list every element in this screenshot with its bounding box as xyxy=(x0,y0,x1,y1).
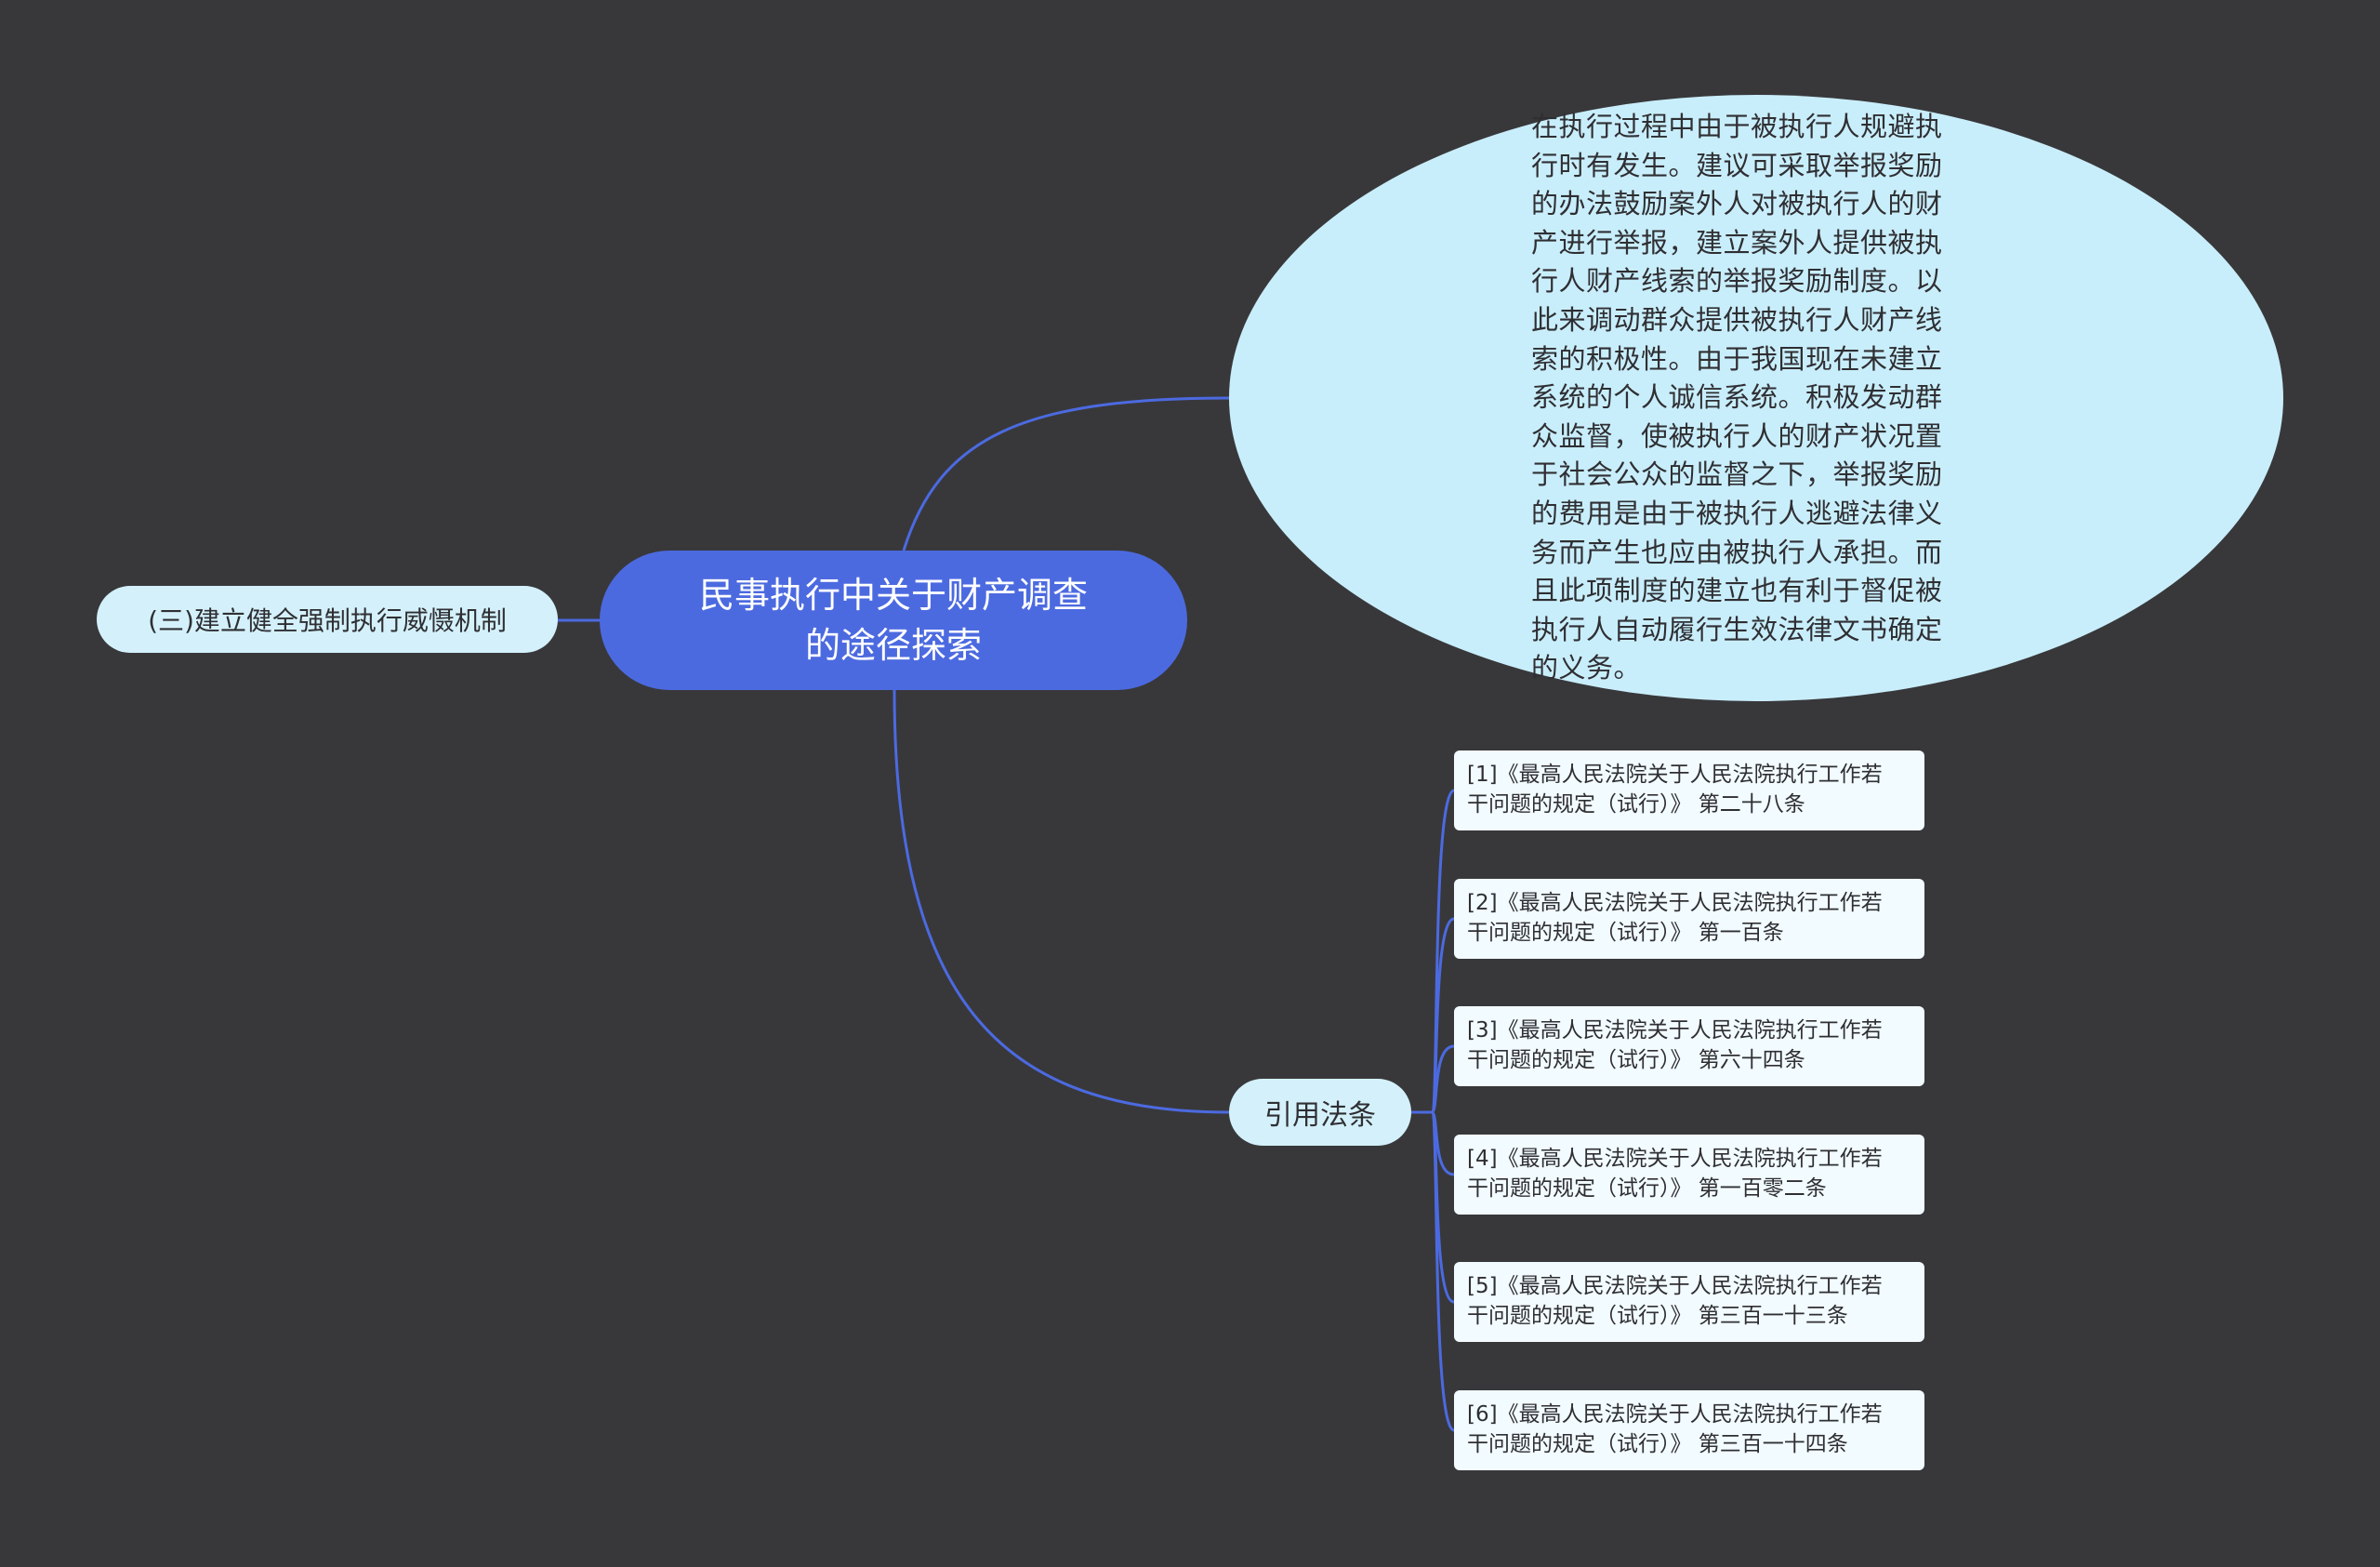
citation-item-4[interactable]: [4]《最高人民法院关于人民法院执行工作若 干问题的规定（试行）》 第一百零二条 xyxy=(1454,1135,1924,1215)
citation-item-6[interactable]: [6]《最高人民法院关于人民法院执行工作若 干问题的规定（试行）》 第三百一十四… xyxy=(1454,1390,1924,1470)
branch-deterrence-mechanism[interactable]: (三)建立健全强制执行威慑机制 xyxy=(97,586,558,653)
connector-root-detail xyxy=(902,396,1230,551)
branch-citations[interactable]: 引用法条 xyxy=(1229,1079,1411,1146)
root-topic[interactable]: 民事执行中关于财产调查 的途径探索 xyxy=(600,551,1187,690)
citation-item-1[interactable]: [1]《最高人民法院关于人民法院执行工作若 干问题的规定（试行）》 第二十八条 xyxy=(1454,750,1924,830)
detail-text: 在执行过程中由于被执行人规避执行时有发生。建议可采取举报奖励的办法鼓励案外人对被… xyxy=(1531,111,1943,684)
citation-item-3[interactable]: [3]《最高人民法院关于人民法院执行工作若 干问题的规定（试行）》 第六十四条 xyxy=(1454,1006,1924,1086)
connector-citation-branches xyxy=(1411,789,1455,1432)
branch-report-reward-detail[interactable]: 在执行过程中由于被执行人规避执行时有发生。建议可采取举报奖励的办法鼓励案外人对被… xyxy=(1229,95,2283,701)
root-topic-title: 民事执行中关于财产调查 的途径探索 xyxy=(698,575,1088,666)
citations-label: 引用法条 xyxy=(1264,1099,1376,1132)
connector-root-citations xyxy=(892,689,1230,1114)
citation-item-5[interactable]: [5]《最高人民法院关于人民法院执行工作若 干问题的规定（试行）》 第三百一十三… xyxy=(1454,1262,1924,1342)
citation-item-2[interactable]: [2]《最高人民法院关于人民法院执行工作若 干问题的规定（试行）》 第一百条 xyxy=(1454,879,1924,959)
branch-deterrence-label: (三)建立健全强制执行威慑机制 xyxy=(148,605,507,636)
